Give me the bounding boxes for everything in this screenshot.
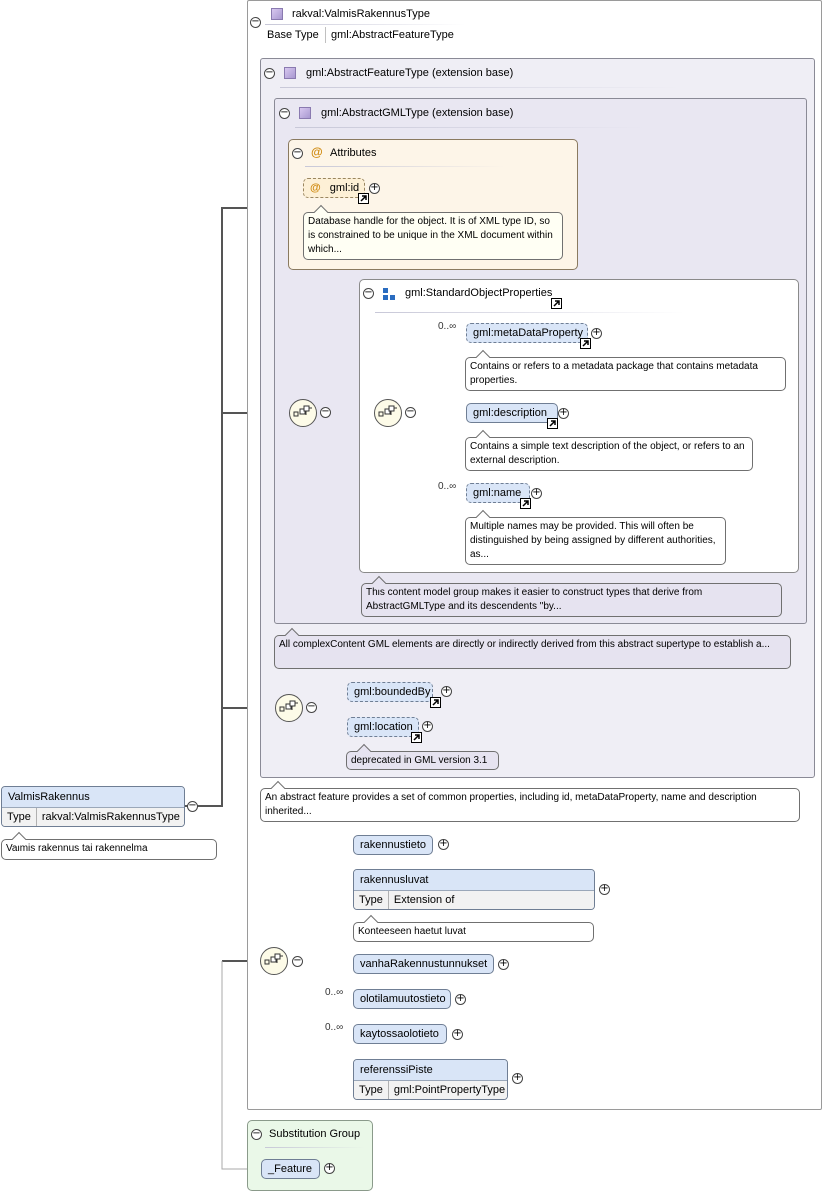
- collapse-icon[interactable]: −: [306, 701, 317, 713]
- substitution-group-title: Substitution Group: [269, 1128, 361, 1140]
- attribute-icon: @: [310, 182, 321, 194]
- expand-icon[interactable]: +: [531, 487, 542, 499]
- type-value: rakval:ValmisRakennusType: [41, 811, 180, 823]
- type-value: Extension of 'rakval:RakennusluvatType': [393, 894, 455, 906]
- element-referenssi-piste[interactable]: referenssiPiste Type gml:PointPropertyTy…: [353, 1059, 508, 1100]
- element-description[interactable]: gml:description: [466, 403, 558, 423]
- collapse-icon[interactable]: −: [320, 406, 331, 418]
- root-element[interactable]: ValmisRakennus Type rakval:ValmisRakennu…: [1, 786, 185, 827]
- abstract-gml-title: gml:AbstractGMLType (extension base): [321, 107, 514, 119]
- reference-arrow-icon: [551, 298, 562, 309]
- expand-icon[interactable]: +: [591, 327, 602, 339]
- type-label: Type: [354, 1081, 389, 1099]
- base-type-value: gml:AbstractFeatureType: [331, 29, 454, 41]
- header-rule: [265, 24, 465, 25]
- header-rule: [265, 1147, 365, 1148]
- substitution-group-frame: [247, 1120, 373, 1191]
- abstract-gml-doc: All complexContent GML elements are dire…: [274, 635, 791, 669]
- collapse-icon[interactable]: −: [279, 107, 290, 119]
- expand-icon[interactable]: +: [498, 958, 509, 970]
- sequence-compositor-icon[interactable]: [260, 947, 288, 975]
- element-location[interactable]: gml:location: [347, 717, 419, 737]
- divider: [325, 27, 326, 43]
- expand-icon[interactable]: +: [455, 993, 466, 1005]
- expand-icon[interactable]: +: [452, 1028, 463, 1040]
- complex-type-icon: [299, 107, 311, 119]
- collapse-icon[interactable]: −: [251, 1128, 262, 1140]
- element-rakennusluvat[interactable]: rakennusluvat Type Extension of 'rakval:…: [353, 869, 595, 910]
- attributes-title: Attributes: [330, 147, 377, 159]
- collapse-icon[interactable]: −: [292, 955, 303, 967]
- expand-icon[interactable]: +: [512, 1072, 523, 1084]
- metadata-property-doc: Contains or refers to a metadata package…: [465, 357, 786, 391]
- group-icon: [383, 288, 396, 301]
- header-rule: [280, 87, 680, 88]
- type-label: Type: [2, 808, 37, 826]
- base-type-label: Base Type: [267, 29, 319, 41]
- reference-arrow-icon: [430, 697, 441, 708]
- element-name[interactable]: gml:name: [466, 483, 530, 503]
- description-doc: Contains a simple text description of th…: [465, 437, 753, 471]
- reference-arrow-icon: [520, 498, 531, 509]
- rakennusluvat-name: rakennusluvat: [354, 870, 594, 891]
- header-rule: [305, 166, 505, 167]
- element-kaytossaolotieto[interactable]: kaytossaolotieto: [353, 1024, 447, 1044]
- occurrence-label: 0..∞: [438, 321, 457, 332]
- expand-icon[interactable]: +: [599, 883, 610, 895]
- element-olotilamuutostieto[interactable]: olotilamuutostieto: [353, 989, 451, 1009]
- complex-type-icon: [284, 67, 296, 79]
- referenssi-piste-name: referenssiPiste: [354, 1060, 507, 1081]
- collapse-icon[interactable]: −: [405, 406, 416, 418]
- sequence-compositor-icon[interactable]: [275, 694, 303, 722]
- complex-type-name: rakval:ValmisRakennusType: [292, 8, 430, 20]
- rakennusluvat-doc: Kohteeseen haetut luvat: [353, 922, 594, 942]
- reference-arrow-icon: [547, 418, 558, 429]
- collapse-icon[interactable]: −: [187, 800, 198, 812]
- gml-id-attribute[interactable]: @ gml:id: [303, 178, 365, 198]
- expand-icon[interactable]: +: [324, 1162, 335, 1174]
- reference-arrow-icon: [580, 338, 591, 349]
- abstract-feature-title: gml:AbstractFeatureType (extension base): [306, 67, 514, 79]
- element-bounded-by[interactable]: gml:boundedBy: [347, 682, 433, 702]
- expand-icon[interactable]: +: [369, 182, 380, 194]
- rakennusluvat-type-row: Type Extension of 'rakval:RakennusluvatT…: [354, 891, 594, 909]
- reference-arrow-icon: [411, 732, 422, 743]
- attribute-icon: @: [311, 145, 323, 159]
- collapse-icon[interactable]: −: [264, 67, 275, 79]
- expand-icon[interactable]: +: [441, 685, 452, 697]
- element-rakennustieto[interactable]: rakennustieto: [353, 835, 433, 855]
- occurrence-label: 0..∞: [325, 987, 344, 998]
- expand-icon[interactable]: +: [558, 407, 569, 419]
- referenssi-type-row: Type gml:PointPropertyType: [354, 1081, 507, 1099]
- abstract-feature-doc: An abstract feature provides a set of co…: [260, 788, 800, 822]
- element-metadata-property[interactable]: gml:metaDataProperty: [466, 323, 588, 343]
- occurrence-label: 0..∞: [325, 1022, 344, 1033]
- root-type-row: Type rakval:ValmisRakennusType: [2, 808, 184, 826]
- expand-icon[interactable]: +: [422, 720, 433, 732]
- type-value: gml:PointPropertyType: [393, 1084, 506, 1096]
- expand-icon[interactable]: +: [438, 838, 449, 850]
- element-feature[interactable]: _Feature: [261, 1159, 320, 1179]
- reference-arrow-icon: [358, 193, 369, 204]
- gml-id-doc: Database handle for the object. It is of…: [303, 212, 563, 260]
- collapse-icon[interactable]: −: [363, 287, 374, 299]
- collapse-icon[interactable]: −: [250, 16, 261, 28]
- type-label: Type: [354, 891, 389, 909]
- name-doc: Multiple names may be provided. This wil…: [465, 517, 726, 565]
- gml-id-label: gml:id: [329, 182, 360, 194]
- root-element-name: ValmisRakennus: [2, 787, 184, 808]
- root-doc: Valmis rakennus tai rakennelma: [1, 839, 217, 860]
- sequence-compositor-icon[interactable]: [374, 399, 402, 427]
- element-vanha-rakennustunnukset[interactable]: vanhaRakennustunnukset: [353, 954, 494, 974]
- standard-props-title: gml:StandardObjectProperties: [405, 287, 553, 299]
- occurrence-label: 0..∞: [438, 481, 457, 492]
- location-doc: deprecated in GML version 3.1: [346, 751, 499, 770]
- collapse-icon[interactable]: −: [292, 147, 303, 159]
- complex-type-icon: [271, 8, 283, 20]
- header-rule: [295, 127, 645, 128]
- sequence-compositor-icon[interactable]: [289, 399, 317, 427]
- header-rule: [375, 312, 685, 313]
- standard-props-doc: This content model group makes it easier…: [361, 583, 782, 617]
